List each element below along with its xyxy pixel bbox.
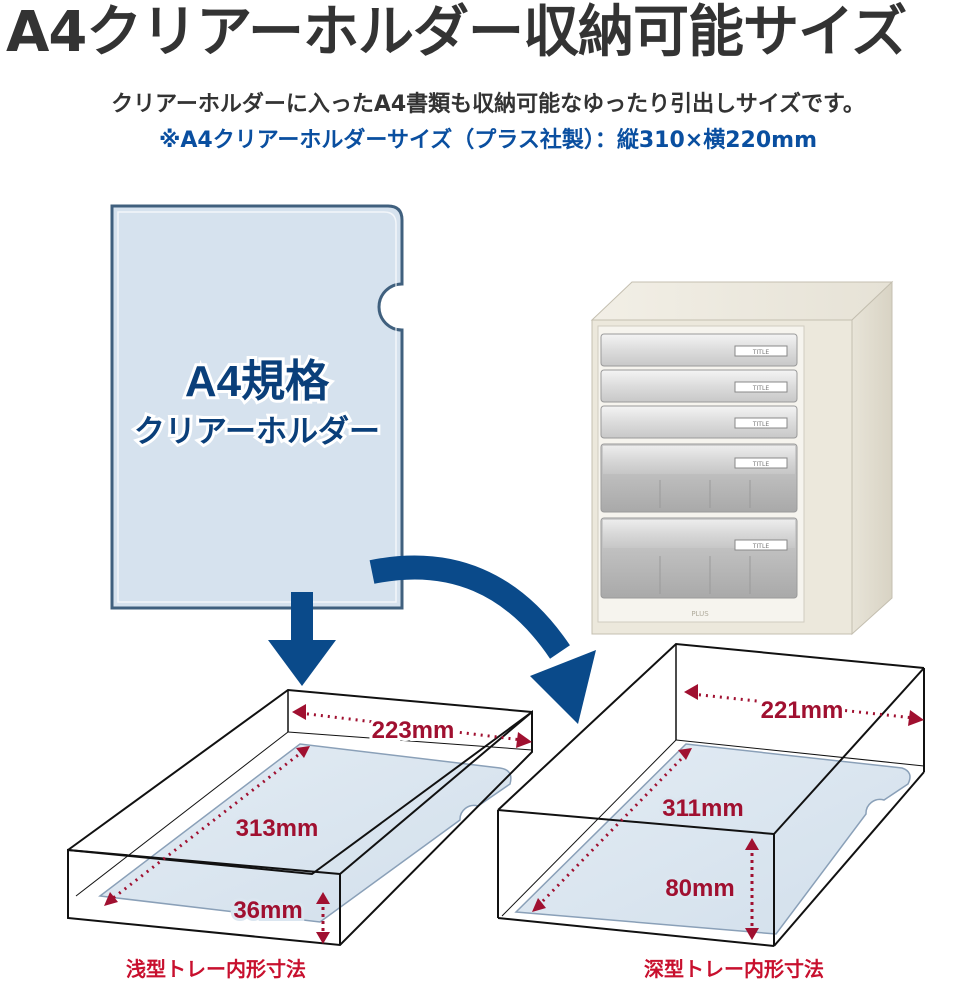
subtitle: クリアーホルダーに入ったA4書類も収納可能なゆったり引出しサイズです。 [111,92,865,117]
folder-label-line2: クリアーホルダー [134,414,380,449]
page-title: A4クリアーホルダー収納可能サイズ [6,0,907,65]
drawer-label-5: TITLE [752,543,769,550]
drawer-label-1: TITLE [752,349,769,356]
shallow-depth-label: 313mm [236,815,319,842]
down-arrow-icon [268,592,336,686]
clear-folder-illustration [110,204,404,610]
drawer-label-2: TITLE [752,385,769,392]
deep-width-label: 221mm [761,697,844,724]
deep-tray-illustration [497,642,925,947]
curved-arrow-icon [369,555,596,724]
drawer-label-3: TITLE [752,421,769,428]
deep-depth-label: 311mm [662,795,743,822]
drawer-label-4: TITLE [752,461,769,468]
file-cabinet-illustration [590,280,894,636]
deep-height-label: 80mm [665,875,734,902]
shallow-tray-illustration [67,688,533,947]
shallow-height-label: 36mm [233,897,302,924]
shallow-tray-caption: 浅型トレー内形寸法 [126,957,306,981]
size-note: ※A4クリアーホルダーサイズ（プラス社製）：縦310×横220mm [159,128,817,153]
folder-label-line1: A4規格 [185,357,330,406]
cabinet-brand-mark: PLUS [691,610,709,618]
deep-tray-caption: 深型トレー内形寸法 [644,957,824,981]
shallow-width-label: 223mm [372,717,455,744]
